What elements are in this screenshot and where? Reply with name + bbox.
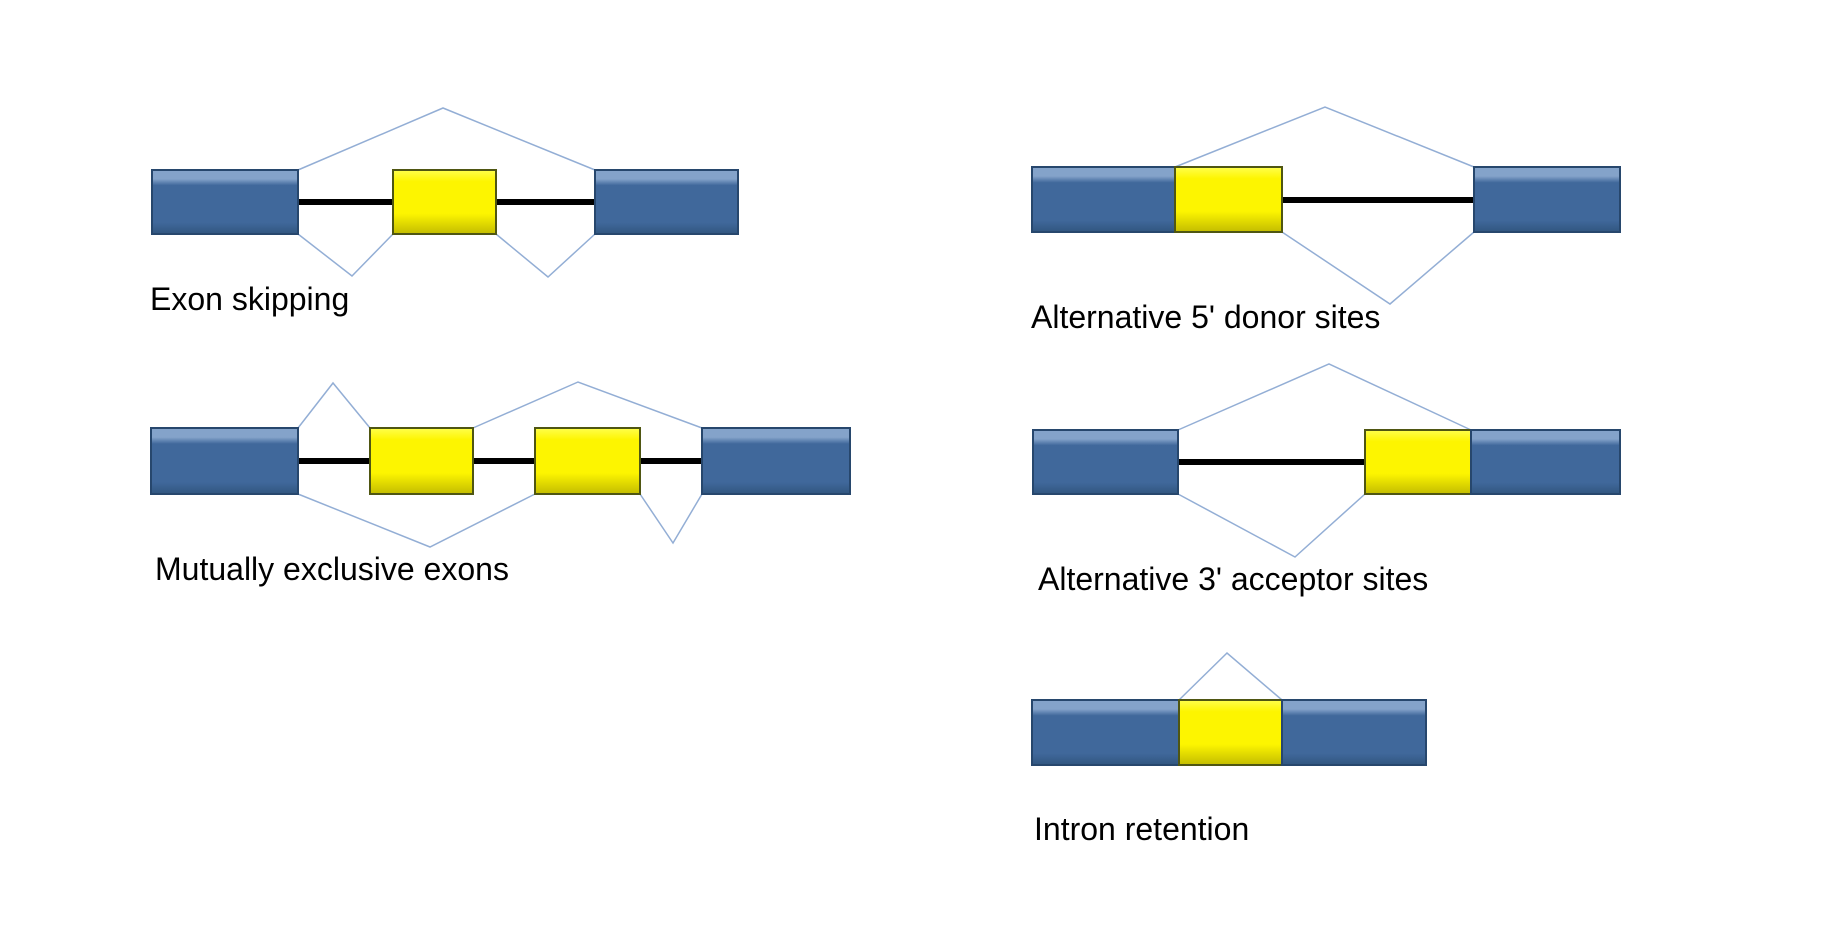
blue-exon-box <box>1031 699 1180 766</box>
blue-exon-box <box>701 427 851 495</box>
label-exon-skipping: Exon skipping <box>150 281 349 317</box>
blue-exon-box <box>151 169 299 235</box>
splice-path-large-peak <box>472 381 703 429</box>
blue-exon-box <box>1031 166 1176 233</box>
blue-exon-box <box>1473 166 1621 233</box>
splice-path-valley-below <box>1177 493 1366 558</box>
diagram-exon-skipping: Exon skipping <box>150 107 739 317</box>
label-intron-retention: Intron retention <box>1034 811 1249 847</box>
blue-exon-box <box>594 169 739 235</box>
yellow-exon-box <box>369 427 474 495</box>
splice-path-include-right <box>495 233 596 278</box>
label-alternative-3-acceptor-sites: Alternative 3' acceptor sites <box>1038 561 1428 597</box>
label-mutually-exclusive-exons: Mutually exclusive exons <box>155 551 509 587</box>
splice-path-small-peak <box>297 381 371 429</box>
retained-intron-box <box>1178 699 1283 766</box>
splice-path-valley-below <box>1281 231 1475 305</box>
yellow-exon-extension-box <box>1174 166 1283 233</box>
blue-exon-box <box>1281 699 1427 766</box>
blue-exon-box <box>1470 429 1621 495</box>
blue-exon-box <box>1032 429 1179 495</box>
diagram-mutually-exclusive-exons: Mutually exclusive exons <box>150 381 851 587</box>
yellow-exon-extension-box <box>1364 429 1472 495</box>
splice-path-deep-valley <box>297 493 536 548</box>
splice-path-small-valley <box>639 493 703 545</box>
label-alternative-5-donor-sites: Alternative 5' donor sites <box>1031 299 1380 335</box>
splice-path-peak-above <box>1174 106 1475 168</box>
diagram-alternative-5-donor-sites: Alternative 5' donor sites <box>1031 106 1621 335</box>
yellow-exon-box <box>534 427 641 495</box>
splice-path-peak-above <box>1177 363 1472 431</box>
yellow-exon-box <box>392 169 497 235</box>
diagram-intron-retention: Intron retention <box>1031 651 1427 847</box>
diagram-alternative-3-acceptor-sites: Alternative 3' acceptor sites <box>1032 363 1621 597</box>
splice-path-peak-above <box>1178 651 1283 701</box>
splice-path-include-left <box>297 233 394 278</box>
splice-path-skip-above <box>297 107 596 171</box>
blue-exon-box <box>150 427 299 495</box>
